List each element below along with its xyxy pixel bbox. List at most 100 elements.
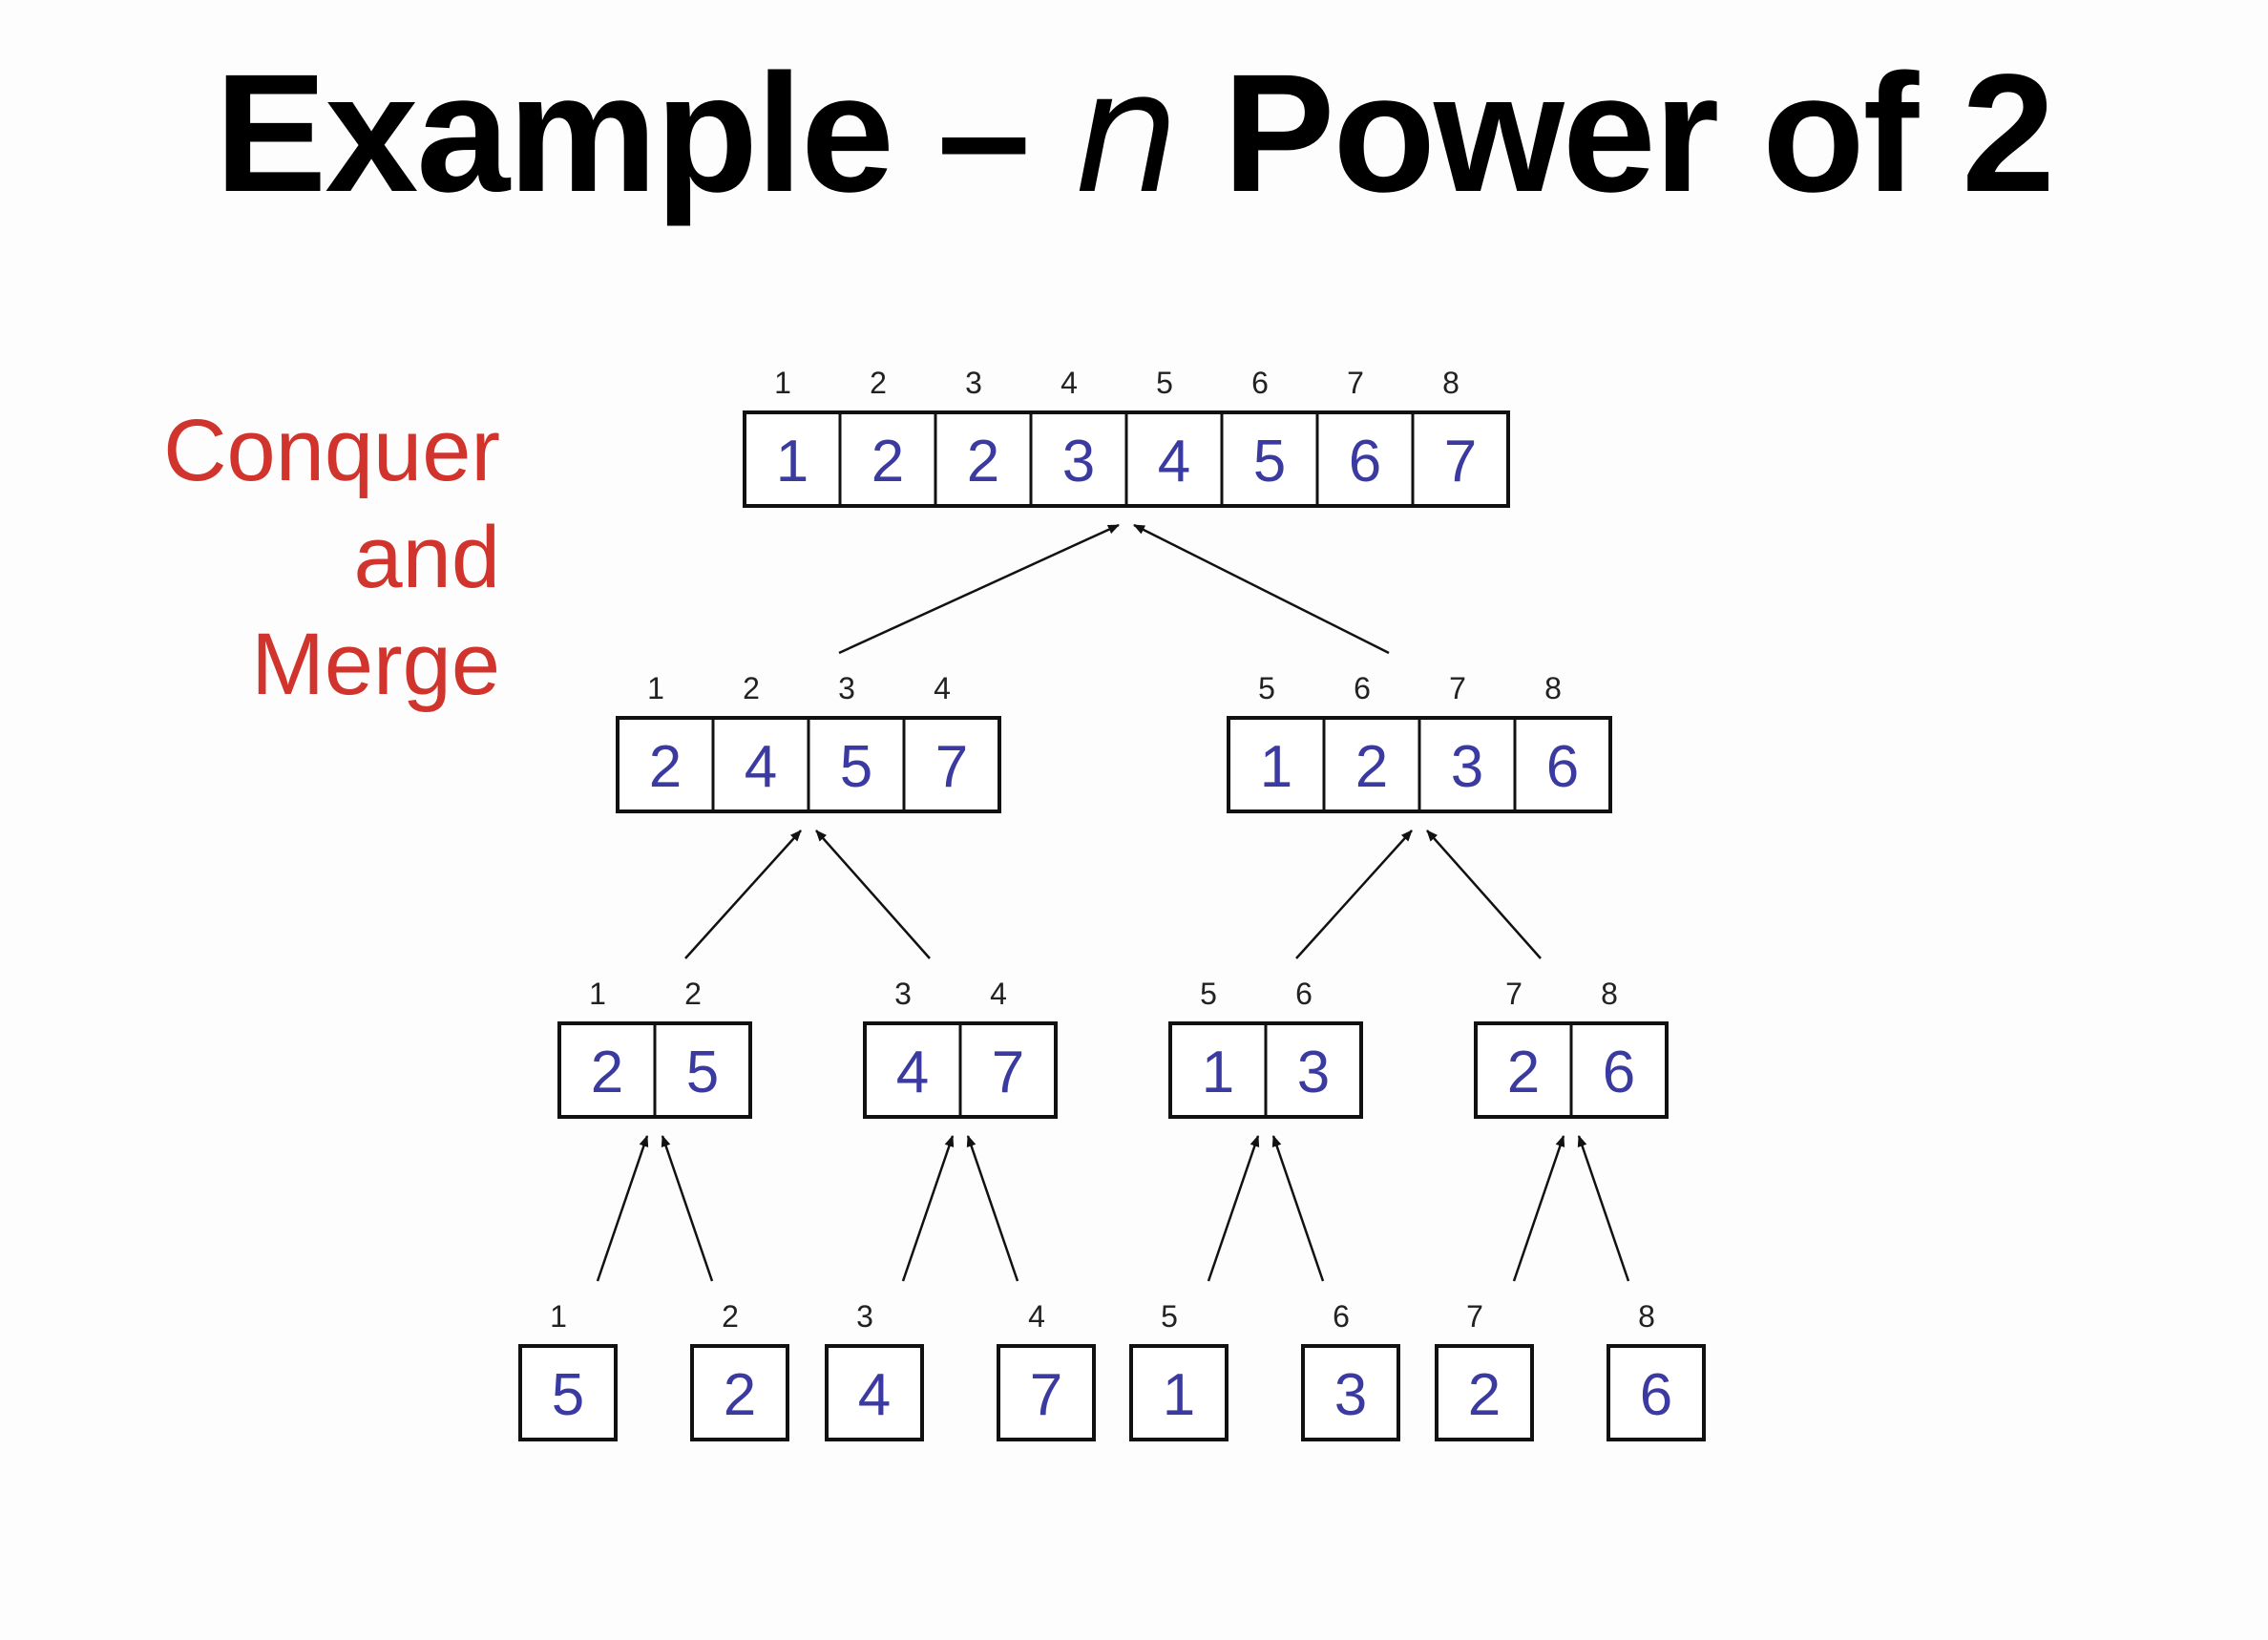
merge-arrow [661,1135,714,1282]
merge-arrow [684,830,802,959]
array-box [825,1344,924,1441]
array-node: 22 [690,1299,789,1441]
cell-value: 4 [858,1362,891,1428]
cell-value: 5 [840,734,872,800]
cell-value: 4 [745,734,777,800]
array-box [1606,1344,1706,1441]
cell-value: 6 [1546,734,1579,800]
index-label: 2 [743,671,760,705]
array-node: 51 [518,1299,618,1441]
cell-value: 1 [1163,1362,1195,1428]
cell-value: 4 [896,1040,929,1105]
index-label: 8 [1442,366,1460,400]
merge-arrow [596,1135,649,1282]
cell-value: 2 [591,1040,623,1105]
cell-value: 7 [935,734,968,800]
merge-arrows [596,523,1630,1282]
array-node: 43 [825,1299,924,1441]
merge-arrow [1577,1135,1630,1282]
cell-value: 2 [724,1362,756,1428]
merge-arrow [1426,830,1542,959]
merge-arrow [966,1135,1019,1282]
index-label: 7 [1505,977,1522,1011]
array-node: 36 [1301,1299,1400,1441]
index-label: 8 [1544,671,1562,705]
side-label-line-2: and [353,509,501,606]
cell-value: 2 [967,429,999,494]
cell-value: 4 [1158,429,1190,494]
cell-value: 2 [1468,1362,1501,1428]
array-node: 68 [1606,1299,1706,1441]
conquer-and-merge-label: Conquer and Merge [163,397,500,718]
cell-value: 5 [1253,429,1286,494]
merge-arrow [901,1135,955,1282]
cell-value: 3 [1451,734,1483,800]
index-label: 1 [774,366,791,400]
index-label: 5 [1200,977,1217,1011]
cell-value: 1 [776,429,808,494]
index-label: 2 [722,1299,739,1334]
title-variable: n [1073,35,1181,231]
index-label: 4 [1060,366,1078,400]
array-box [1301,1344,1400,1441]
index-label: 8 [1638,1299,1655,1334]
index-label: 6 [1354,671,1371,705]
array-box [690,1344,789,1441]
index-label: 7 [1449,671,1466,705]
cell-value: 5 [686,1040,719,1105]
index-label: 1 [589,977,606,1011]
array-node: 74 [997,1299,1096,1441]
side-label-line-3: Merge [251,616,500,713]
index-label: 3 [894,977,912,1011]
merge-arrow [815,830,931,959]
side-label-line-1: Conquer [163,402,500,499]
index-label: 4 [934,671,951,705]
index-label: 3 [965,366,982,400]
array-node: 27 [1435,1299,1534,1441]
cell-value: 2 [649,734,682,800]
title-suffix: Power of 2 [1178,40,2055,227]
index-label: 8 [1601,977,1618,1011]
cell-value: 3 [1297,1040,1330,1105]
cell-value: 7 [1444,429,1477,494]
index-label: 1 [647,671,664,705]
index-label: 6 [1251,366,1269,400]
cell-value: 3 [1062,429,1095,494]
cell-value: 6 [1640,1362,1672,1428]
index-label: 2 [870,366,887,400]
index-label: 7 [1466,1299,1483,1334]
array-nodes: 1122233445566778214253741526376821524374… [518,366,1706,1441]
cell-value: 3 [1334,1362,1367,1428]
index-label: 5 [1161,1299,1178,1334]
index-label: 4 [1028,1299,1045,1334]
merge-arrow [1271,1135,1325,1282]
index-label: 2 [684,977,702,1011]
index-label: 5 [1156,366,1173,400]
cell-value: 6 [1349,429,1381,494]
index-label: 3 [856,1299,873,1334]
cell-value: 7 [992,1040,1024,1105]
cell-value: 2 [872,429,904,494]
array-box [1435,1344,1534,1441]
merge-arrow [1295,830,1413,959]
cell-value: 1 [1202,1040,1234,1105]
cell-value: 5 [552,1362,584,1428]
index-label: 6 [1333,1299,1350,1334]
merge-arrow [838,523,1120,655]
cell-value: 1 [1260,734,1292,800]
array-box [1129,1344,1228,1441]
index-label: 7 [1347,366,1364,400]
index-label: 5 [1258,671,1275,705]
cell-value: 7 [1030,1362,1062,1428]
index-label: 6 [1295,977,1312,1011]
array-node: 15 [1129,1299,1228,1441]
index-label: 4 [990,977,1007,1011]
array-box [997,1344,1096,1441]
